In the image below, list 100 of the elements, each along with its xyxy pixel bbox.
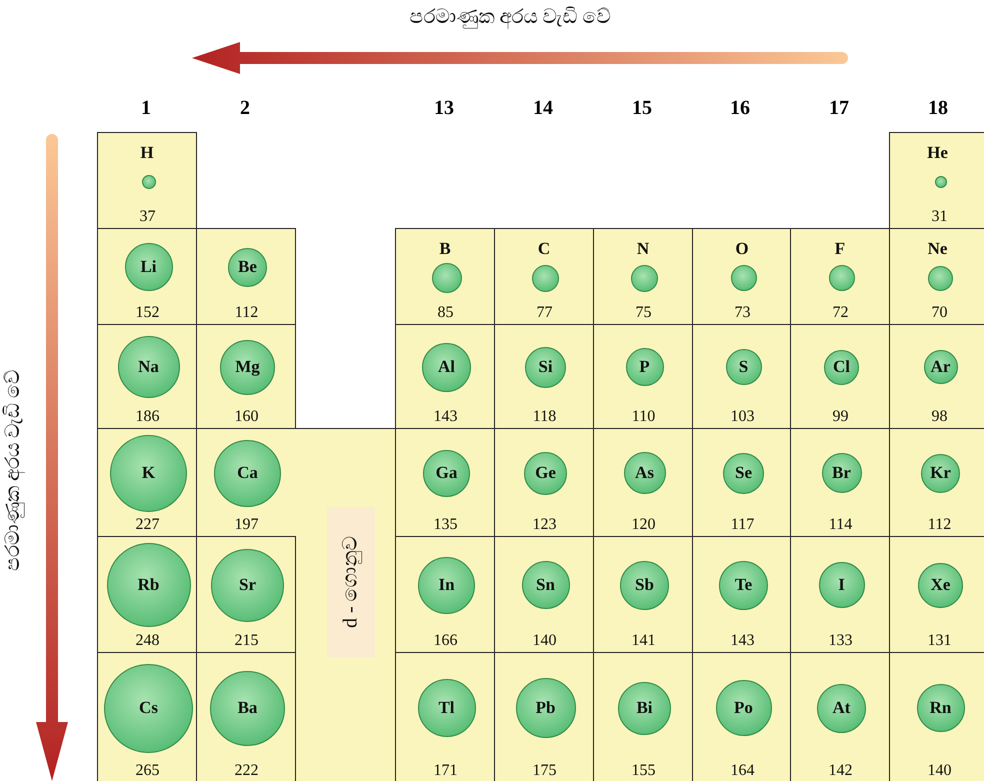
- element-symbol: H: [139, 143, 155, 163]
- element-cell: [790, 652, 890, 781]
- group-number: 2: [239, 97, 251, 120]
- element-symbol: Tl: [438, 698, 455, 718]
- element-cell: [395, 652, 495, 781]
- element-symbol: B: [438, 239, 452, 259]
- element-cell: [889, 132, 984, 229]
- atomic-radius-value: 85: [436, 304, 454, 322]
- element-cell: [593, 652, 693, 781]
- atomic-radius-value: 114: [828, 516, 854, 534]
- element-symbol: Al: [438, 357, 455, 377]
- element-cell: [97, 132, 197, 229]
- atomic-radius-value: 166: [432, 632, 458, 650]
- element-cell: [97, 428, 197, 537]
- element-symbol: Ba: [238, 698, 258, 718]
- element-symbol: Br: [832, 463, 851, 483]
- element-symbol: Mg: [235, 357, 260, 377]
- element-cell: [395, 536, 495, 653]
- atomic-radius-value: 164: [730, 762, 756, 780]
- element-symbol: In: [438, 575, 455, 595]
- element-cell: [196, 228, 296, 325]
- element-cell: [593, 536, 693, 653]
- atomic-radius-value: 152: [134, 304, 160, 322]
- element-cell: [692, 324, 792, 429]
- axis-label: පරමාණුක අරය වැඩි වේ: [408, 6, 612, 29]
- atomic-radius-value: 141: [630, 632, 656, 650]
- group-number: 14: [532, 97, 554, 120]
- element-symbol: Cl: [833, 357, 850, 377]
- element-symbol: Xe: [930, 575, 950, 595]
- atomic-radius-value: 117: [730, 516, 756, 534]
- group-number: 17: [828, 97, 850, 120]
- atomic-radius-value: 143: [432, 408, 458, 426]
- element-symbol: He: [926, 143, 949, 163]
- group-number: 16: [729, 97, 751, 120]
- atomic-radius-value: 265: [134, 762, 160, 780]
- element-symbol: Rn: [930, 698, 952, 718]
- element-cell: [889, 536, 984, 653]
- element-symbol: Be: [238, 257, 257, 277]
- atomic-radius-value: 73: [734, 304, 752, 322]
- atomic-radius-value: 248: [134, 632, 160, 650]
- element-cell: [494, 536, 594, 653]
- atomic-radius-value: 142: [828, 762, 854, 780]
- element-cell: [395, 428, 495, 537]
- block-label: d - ගොනුව: [327, 507, 375, 657]
- element-cell: [494, 324, 594, 429]
- element-cell: [889, 228, 984, 325]
- element-cell: [889, 428, 984, 537]
- element-symbol: As: [635, 463, 654, 483]
- element-cell: [889, 324, 984, 429]
- atomic-radius-value: 123: [532, 516, 558, 534]
- element-symbol: F: [834, 239, 846, 259]
- element-symbol: Te: [734, 575, 752, 595]
- atomic-radius-value: 140: [532, 632, 558, 650]
- element-symbol: Cs: [139, 698, 158, 718]
- element-symbol: Kr: [930, 463, 951, 483]
- element-cell: [692, 536, 792, 653]
- element-cell: [692, 652, 792, 781]
- element-cell: [593, 228, 693, 325]
- atomic-radius-value: 118: [532, 408, 558, 426]
- block-cell: [295, 428, 396, 781]
- element-cell: [790, 536, 890, 653]
- atomic-radius-value: 75: [634, 304, 652, 322]
- atomic-radius-value: 155: [630, 762, 656, 780]
- atomic-radius-value: 120: [630, 516, 656, 534]
- atomic-radius-value: 72: [832, 304, 850, 322]
- element-symbol: O: [734, 239, 750, 259]
- element-cell: [196, 428, 296, 537]
- element-symbol: Ca: [237, 463, 258, 483]
- element-cell: [790, 324, 890, 429]
- element-symbol: K: [142, 463, 156, 483]
- element-symbol: At: [832, 698, 850, 718]
- element-symbol: S: [738, 357, 748, 377]
- atomic-radius-value: 227: [134, 516, 160, 534]
- atomic-radius-value: 37: [138, 208, 156, 226]
- atomic-radius-value: 103: [730, 408, 756, 426]
- atomic-radius-value: 135: [432, 516, 458, 534]
- element-cell: [97, 536, 197, 653]
- atomic-radius-value: 131: [926, 632, 952, 650]
- atomic-radius-value: 186: [134, 408, 160, 426]
- element-symbol: Sb: [635, 575, 654, 595]
- atomic-radius-value: 112: [234, 304, 260, 322]
- atomic-radius-value: 140: [926, 762, 952, 780]
- element-symbol: N: [636, 239, 650, 259]
- group-number: 18: [927, 97, 949, 120]
- element-cell: [494, 652, 594, 781]
- element-cell: [494, 228, 594, 325]
- element-symbol: Po: [734, 698, 753, 718]
- element-cell: [692, 228, 792, 325]
- element-cell: [593, 324, 693, 429]
- element-symbol: P: [639, 357, 650, 377]
- group-number: 13: [433, 97, 455, 120]
- element-symbol: Bi: [636, 698, 653, 718]
- element-symbol: I: [838, 575, 845, 595]
- element-symbol: Ar: [930, 357, 950, 377]
- element-symbol: Li: [140, 257, 157, 277]
- element-symbol: Ga: [436, 463, 458, 483]
- group-number: 1: [140, 97, 152, 120]
- element-cell: [692, 428, 792, 537]
- element-cell: [97, 652, 197, 781]
- element-cell: [196, 652, 296, 781]
